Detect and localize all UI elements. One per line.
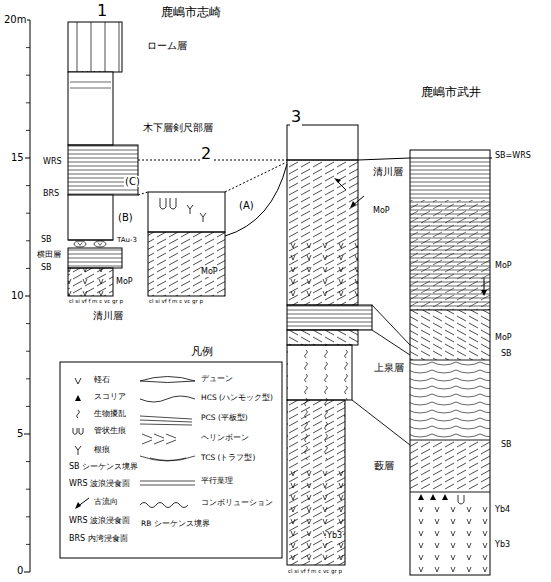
unit-name: 藪層: [373, 460, 395, 471]
grain-scale: cl si vf f m c vc gr p: [148, 298, 204, 304]
unit-name: ローム層: [146, 40, 188, 51]
legend-entry: PCS (平板型): [200, 414, 249, 422]
surface-label: WRS: [42, 158, 63, 167]
legend-entry: SB シーケンス境界: [68, 463, 139, 472]
legend-entry: ヘリンボーン: [200, 434, 250, 442]
tephra-label: MoP: [115, 278, 134, 287]
tephra-label: MoP: [200, 268, 219, 277]
legend-entry: スコリア: [93, 393, 127, 402]
grain-scale: cl si vf f m c vc gr p: [68, 298, 124, 304]
axis-label: 5: [16, 428, 24, 439]
unit-name: 上泉層: [373, 362, 405, 373]
legend-entry: 管状生痕: [93, 427, 127, 436]
unit-name: 木下層剣尺部層: [142, 122, 214, 133]
unit-name: 清川層: [372, 166, 404, 177]
grain-scale: cl si vf f m c vc gr p: [287, 568, 343, 574]
legend-entry: BRS 内湾浸食面: [68, 535, 129, 544]
surface-label: BRS: [42, 190, 60, 199]
legend-entry: 根痕: [93, 446, 111, 455]
tephra-label: MoP: [494, 262, 513, 271]
locality-name: 鹿嶋市志崎: [160, 6, 222, 19]
tephra-label: TAu-3: [116, 237, 138, 245]
legend-entry: TCS (トラフ型): [200, 454, 256, 462]
unit-tag: (A): [238, 200, 255, 211]
unit-name: 清川層: [92, 310, 124, 321]
locality-name: 鹿嶋市武井: [420, 86, 482, 99]
legend-title: 凡例: [190, 346, 214, 358]
tephra-label: MoP: [494, 334, 513, 343]
surface-label: SB: [500, 441, 513, 450]
column-number: 2: [200, 145, 212, 163]
legend-entry: 平行葉理: [200, 477, 234, 485]
surface-label: SB: [40, 236, 53, 245]
axis-label: 15: [10, 152, 25, 163]
tephra-label: Yb4: [494, 506, 511, 515]
legend-entry: HCS (ハンモック型): [200, 394, 274, 402]
unit-tag: (B): [117, 212, 134, 223]
surface-label: SB: [40, 264, 53, 273]
tephra-label: MoP: [372, 207, 391, 216]
unit-tag: (C): [124, 176, 141, 187]
legend-entry: 生物擾乱: [93, 410, 127, 419]
legend-entry: WRS 波浪浸食面: [68, 480, 131, 489]
column-number: 1: [96, 2, 108, 20]
legend-entry: WRS 波浪浸食面: [68, 517, 131, 526]
legend-entry: RB シーケンス境界: [140, 520, 211, 528]
axis-label: 10: [10, 290, 25, 301]
legend-entry: 軽石: [93, 376, 111, 385]
legend-entry: 古流向: [93, 498, 119, 507]
surface-label: SB=WRS: [494, 152, 532, 161]
surface-label: SB: [500, 350, 513, 359]
legend-entry: コンボリューション: [200, 499, 274, 507]
legend-entry: デューン: [200, 375, 234, 383]
tephra-label: Yb3: [494, 541, 511, 550]
axis-label: 20m: [3, 14, 27, 25]
unit-name: 横田層: [36, 251, 62, 260]
column-number: 3: [290, 108, 302, 126]
tephra-label: Yb3: [326, 532, 343, 541]
axis-label: 0: [16, 565, 24, 576]
